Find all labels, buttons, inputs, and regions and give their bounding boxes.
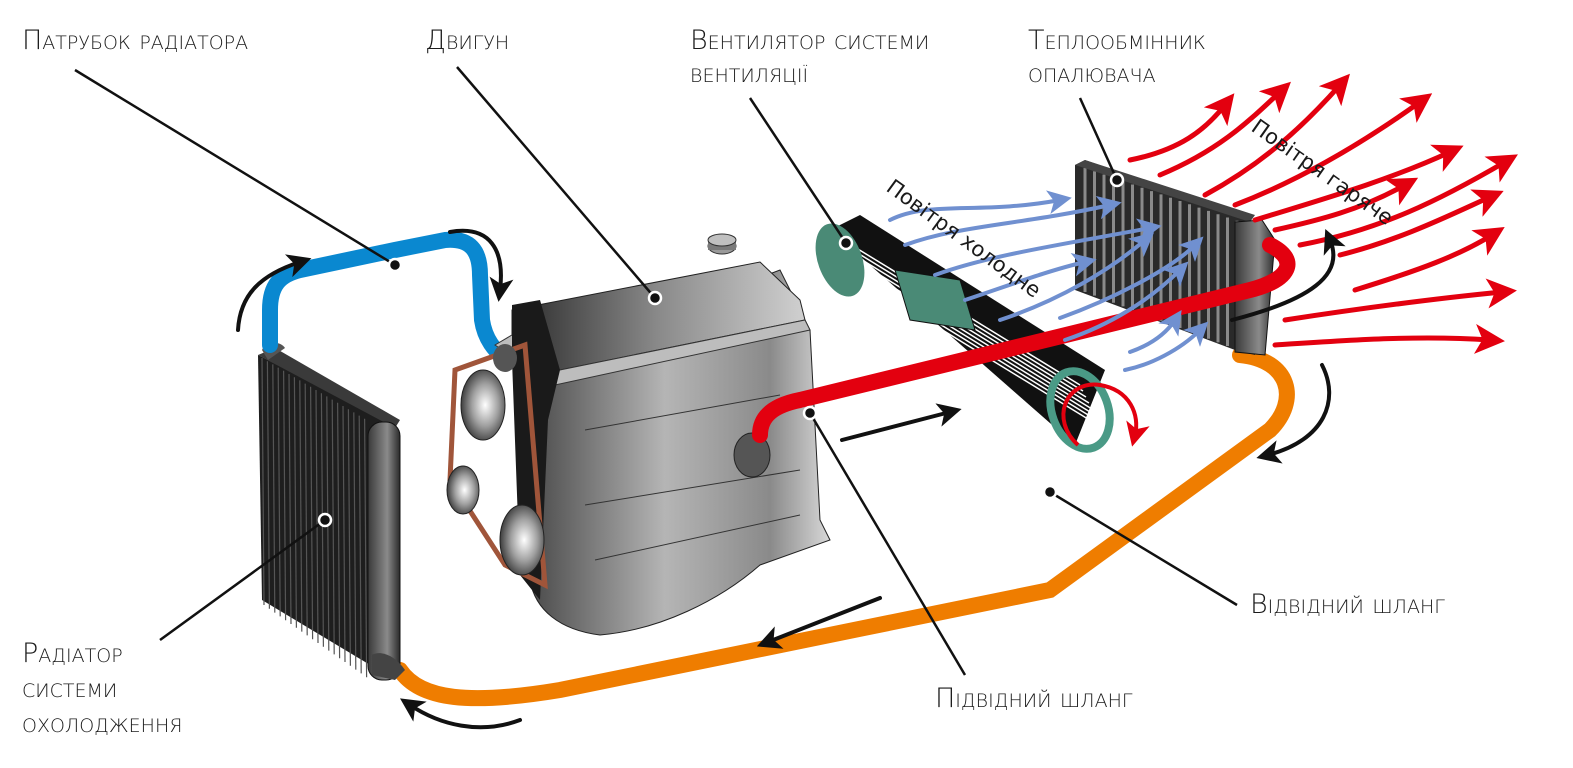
flow-arrow-return [756, 596, 882, 649]
hot-air-arrow [1352, 227, 1505, 293]
leader-lines [74, 66, 1238, 676]
label-cooling-radiator: Радіатор системи охолодження [22, 636, 182, 741]
radiator-fin [358, 415, 362, 674]
radiator-fin [299, 380, 303, 632]
radiator-fin [283, 370, 287, 621]
label-fan-line1: Вентилятор системи [690, 25, 930, 56]
label-fan-line2: вентиляції [690, 58, 809, 89]
flow-arrows [236, 228, 1346, 730]
cold-air-arrow [1123, 321, 1209, 372]
label-supply-hose: Підвідний шланг [935, 682, 1132, 715]
radiator-fin [293, 377, 297, 628]
label-supply-hose-text: Підвідний шланг [935, 683, 1133, 714]
leader-fan [748, 97, 848, 244]
label-heater-line1: Теплообмінник [1028, 25, 1206, 56]
radiator-fin [364, 418, 368, 678]
pulley-middle [446, 465, 480, 515]
pulley-bottom [499, 504, 545, 576]
radiator-fin [304, 383, 308, 636]
hot-air-arrow [1282, 278, 1517, 323]
leader-return-hose [1049, 490, 1238, 607]
flow-arrow-heater-out [1256, 363, 1332, 464]
leader-dots [317, 172, 1125, 528]
leader-supply-hose [808, 412, 967, 676]
radiator-fin [353, 412, 357, 670]
pulley-top [460, 369, 506, 441]
flow-arrow-heater-in [1230, 228, 1346, 322]
radiator-fin [277, 367, 281, 617]
cold-air-arrow [933, 218, 1162, 277]
cold-air-arrow [888, 190, 1072, 222]
label-engine-text: Двигун [425, 25, 510, 56]
hot-air-arrow [1272, 323, 1505, 354]
cold-air-arrows [888, 190, 1209, 372]
fan-slat [852, 270, 1099, 422]
engine [446, 233, 831, 636]
hot-air-arrow [1232, 93, 1433, 208]
label-return-hose: Відвідний шланг [1250, 588, 1445, 621]
cold-air-arrow [1128, 310, 1182, 354]
radiator-fin [310, 386, 314, 640]
radiator-fin [288, 373, 292, 625]
hot-air-arrows [1127, 73, 1518, 354]
hot-air-arrow [1337, 189, 1504, 258]
label-heater-line2: опалювача [1028, 58, 1156, 89]
cold-air-arrow [903, 195, 1122, 247]
cold-air-arrow [1063, 261, 1189, 342]
hot-air-arrow [1127, 93, 1235, 163]
cold-air-arrow [1058, 236, 1204, 320]
radiator-fin [331, 399, 335, 655]
hot-air-arrow [1272, 177, 1419, 233]
hot-air-arrow [1202, 73, 1350, 198]
flow-arrow-radiator-up [236, 254, 312, 332]
cold-air-arrow [963, 252, 1097, 302]
hot-air-arrow [1252, 144, 1464, 223]
cold-air-arrow [998, 232, 1155, 322]
leader-radiator-hose [74, 68, 396, 267]
label-radiator-line3: охолодження [22, 708, 183, 739]
radiator-hose [262, 231, 513, 368]
radiator-fin [315, 389, 319, 644]
cooling-radiator [258, 342, 405, 681]
label-return-hose-text: Відвідний шланг [1250, 589, 1445, 620]
flow-arrow-to-engine [448, 228, 514, 302]
radiator-fin [266, 361, 270, 609]
leader-heater [1078, 97, 1119, 181]
radiator-fin [272, 364, 276, 613]
radiator-fin [337, 402, 341, 659]
label-radiator-line2: системи [22, 673, 118, 704]
fan-rotation-arrow [1061, 382, 1150, 447]
label-radiator-hose: Патрубок радіатора [22, 24, 248, 57]
label-radiator-line1: Радіатор [22, 638, 123, 669]
leader-cooling-radiator [159, 518, 326, 642]
leader-engine [456, 66, 656, 299]
hot-air-arrow [1157, 81, 1291, 178]
return-hose [392, 347, 1295, 707]
radiator-fin [342, 405, 346, 663]
label-engine: Двигун [425, 24, 509, 57]
label-heater-core: Теплообмінник опалювача [1028, 24, 1206, 90]
radiator-fin [347, 409, 351, 666]
flow-arrow-to-radiator [400, 698, 522, 730]
flow-arrow-supply [840, 403, 962, 442]
supply-hose [752, 237, 1296, 443]
label-radiator-hose-text: Патрубок радіатора [22, 25, 249, 56]
label-ventilation-fan: Вентилятор системи вентиляції [690, 24, 929, 90]
radiator-fins [261, 357, 368, 678]
